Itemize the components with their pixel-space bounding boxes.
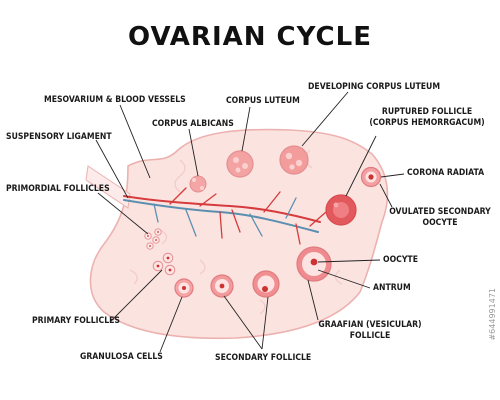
label-corpus-albicans: CORPUS ALBICANS xyxy=(152,119,234,129)
secondary-follicle-1 xyxy=(210,274,234,298)
granulosa-follicle xyxy=(174,278,194,298)
ovary-body xyxy=(89,128,389,340)
graafian-line-2: FOLLICLE xyxy=(349,331,391,341)
diagram-title: OVARIAN CYCLE xyxy=(128,22,372,52)
label-suspensory-ligament: SUSPENSORY LIGAMENT xyxy=(6,132,112,142)
label-antrum: ANTRUM xyxy=(373,283,411,293)
corpus-albicans xyxy=(189,175,207,193)
leader-lines xyxy=(95,91,405,353)
secondary-follicle-2 xyxy=(252,270,280,298)
ovulated-line-2: OOCYTE xyxy=(422,218,458,228)
label-corpus-luteum: CORPUS LUTEUM xyxy=(226,96,300,106)
suspensory-ligament-band xyxy=(85,165,131,209)
ovulated-line-1: OVULATED SECONDARY xyxy=(389,207,491,217)
label-ruptured-follicle: RUPTURED FOLLICLE (CORPUS HEMORRGACUM) xyxy=(364,107,490,129)
label-secondary-follicle: SECONDARY FOLLICLE xyxy=(215,353,312,363)
ovulated-oocyte xyxy=(360,166,382,188)
blood-vessels xyxy=(123,187,327,245)
corpus-luteum xyxy=(226,150,254,178)
primary-follicles xyxy=(152,252,176,276)
ruptured-follicle xyxy=(325,194,357,226)
label-primary-follicles: PRIMARY FOLLICLES xyxy=(32,316,120,326)
graafian-line-1: GRAAFIAN (VESICULAR) xyxy=(318,320,422,330)
developing-corpus-luteum xyxy=(279,145,309,175)
label-oocyte: OOCYTE xyxy=(383,255,418,265)
red-vessel-main xyxy=(123,195,321,223)
label-mesovarium: MESOVARIUM & BLOOD VESSELS xyxy=(44,95,186,105)
label-developing-corpus-luteum: DEVELOPING CORPUS LUTEUM xyxy=(308,82,441,92)
ruptured-line-2: (CORPUS HEMORRGACUM) xyxy=(369,118,485,128)
graafian-follicle xyxy=(296,246,332,282)
ruptured-line-1: RUPTURED FOLLICLE xyxy=(381,107,473,117)
label-primordial-follicles: PRIMORDIAL FOLLICLES xyxy=(6,184,110,194)
stock-image-id: #644991471 xyxy=(488,288,497,341)
label-granulosa-cells: GRANULOSA CELLS xyxy=(80,352,163,362)
label-graafian-follicle: GRAAFIAN (VESICULAR) FOLLICLE xyxy=(296,320,444,342)
label-ovulated-secondary-oocyte: OVULATED SECONDARY OOCYTE xyxy=(384,207,496,229)
label-corona-radiata: CORONA RADIATA xyxy=(407,168,485,178)
